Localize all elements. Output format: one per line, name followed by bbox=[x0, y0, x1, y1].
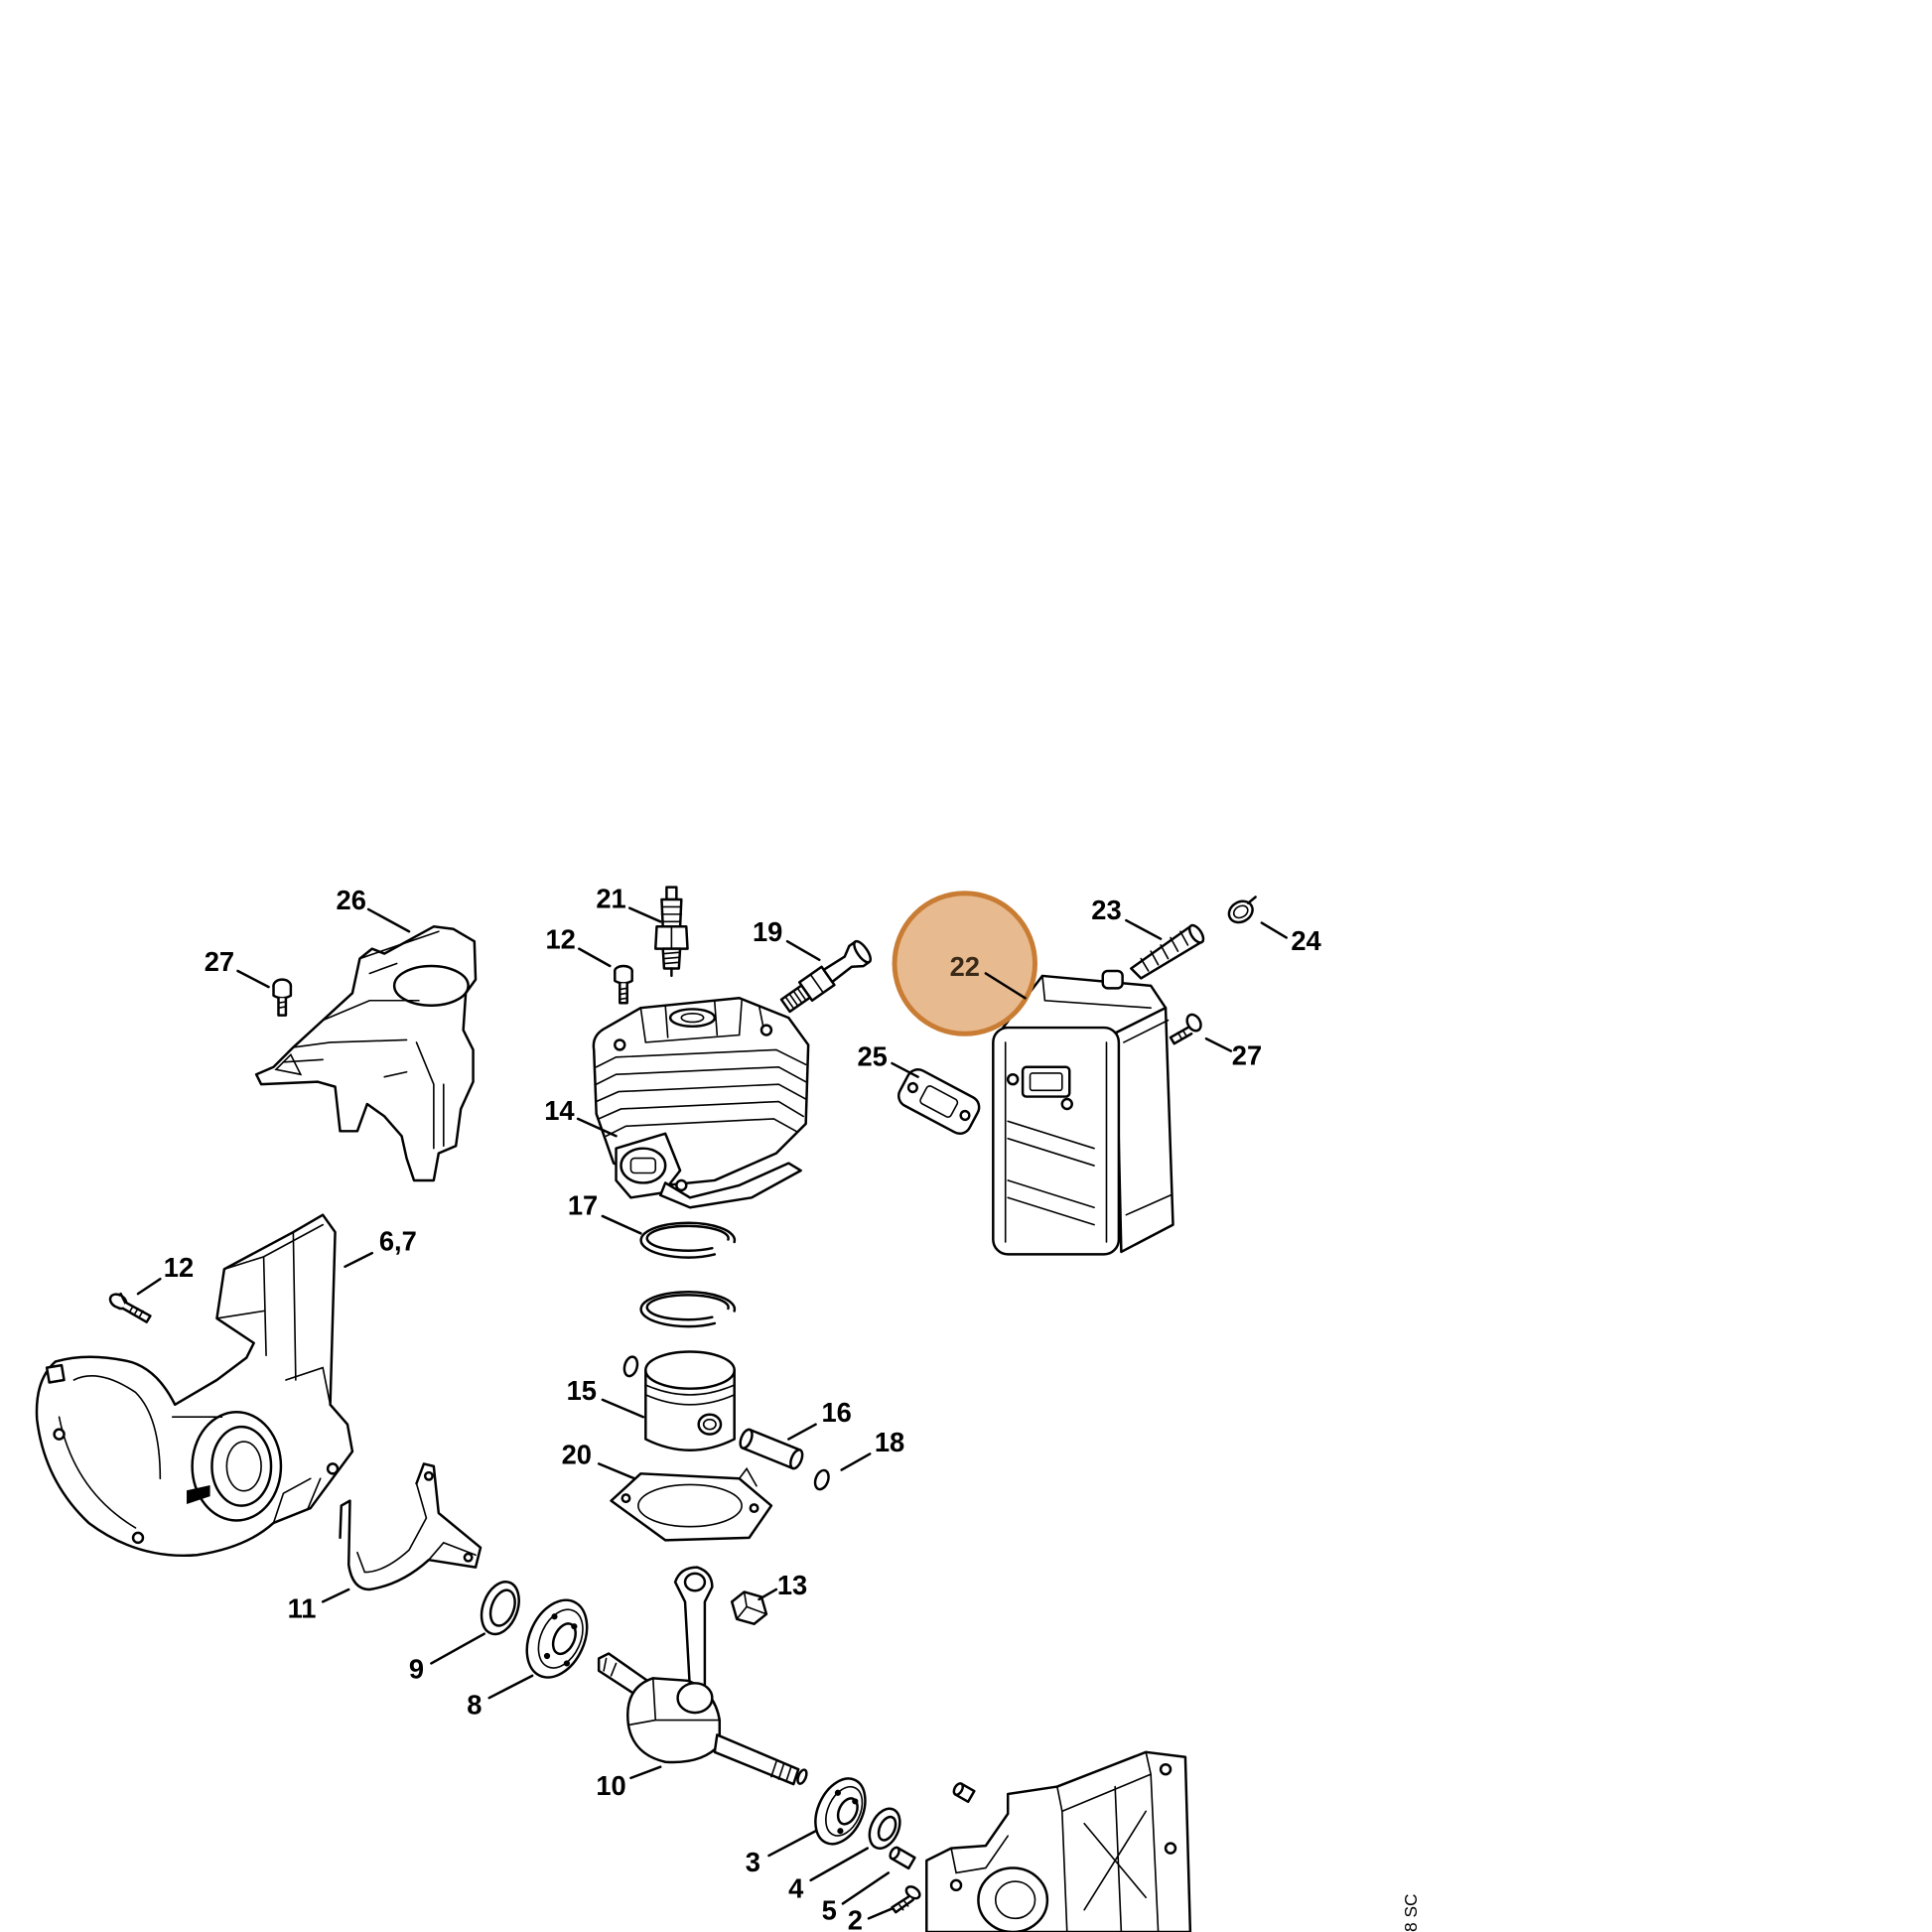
leader-20 bbox=[597, 1462, 636, 1480]
leader-13 bbox=[758, 1587, 778, 1601]
leader-14 bbox=[576, 1117, 618, 1138]
leader-10 bbox=[629, 1765, 662, 1780]
dowel-pin bbox=[952, 1782, 976, 1804]
part-9-oil-seal[interactable] bbox=[475, 1577, 525, 1639]
callout-12-top[interactable]: 12 bbox=[546, 924, 576, 955]
callout-27-right[interactable]: 27 bbox=[1232, 1039, 1262, 1070]
leader-16 bbox=[787, 1423, 817, 1441]
highlight-circle-22 bbox=[892, 891, 1037, 1036]
callout-16[interactable]: 16 bbox=[822, 1397, 852, 1428]
callout-18[interactable]: 18 bbox=[875, 1427, 904, 1457]
part-19-decompression-valve[interactable] bbox=[778, 939, 874, 1016]
leader-5 bbox=[841, 1871, 891, 1905]
callout-22[interactable]: 22 bbox=[950, 951, 980, 982]
leader-25 bbox=[891, 1061, 919, 1078]
callout-27-left[interactable]: 27 bbox=[205, 946, 234, 977]
part-24-clip[interactable] bbox=[1225, 896, 1257, 927]
part-2-screw[interactable] bbox=[891, 1884, 922, 1914]
leader-6-7 bbox=[344, 1251, 374, 1269]
callout-3[interactable]: 3 bbox=[746, 1847, 760, 1877]
callout-26[interactable]: 26 bbox=[337, 885, 366, 915]
part-21-spark-plug[interactable] bbox=[654, 886, 689, 978]
callout-10[interactable]: 10 bbox=[596, 1770, 625, 1801]
callout-14[interactable]: 14 bbox=[544, 1095, 575, 1126]
part-3-ball-bearing[interactable] bbox=[805, 1770, 875, 1852]
leader-24 bbox=[1260, 921, 1288, 939]
part-10-crankshaft[interactable] bbox=[597, 1566, 808, 1786]
part-12-screw-crankcase[interactable] bbox=[108, 1292, 152, 1323]
leader-19 bbox=[785, 939, 821, 962]
leader-27-left bbox=[236, 969, 270, 989]
part-13-nut[interactable] bbox=[730, 1590, 768, 1625]
leader-17 bbox=[601, 1214, 642, 1235]
part-5-dowel-pin[interactable] bbox=[889, 1846, 916, 1870]
leader-3 bbox=[767, 1829, 817, 1858]
part-20-base-gasket[interactable] bbox=[610, 1466, 773, 1542]
leader-12-top bbox=[578, 947, 612, 968]
part-17-piston-rings[interactable] bbox=[639, 1221, 737, 1328]
leader-27-right bbox=[1204, 1036, 1233, 1052]
callout-9[interactable]: 9 bbox=[409, 1653, 424, 1684]
part-18-circlip[interactable] bbox=[813, 1468, 831, 1491]
part-25-muffler-gasket[interactable] bbox=[895, 1065, 983, 1137]
leader-21 bbox=[627, 906, 662, 923]
part-27-screw-left[interactable] bbox=[272, 978, 293, 1017]
part-4-oil-seal[interactable] bbox=[864, 1804, 906, 1854]
leader-12-left bbox=[136, 1277, 162, 1296]
leader-8 bbox=[487, 1674, 534, 1700]
callout-20[interactable]: 20 bbox=[562, 1439, 592, 1469]
callout-12-left[interactable]: 12 bbox=[164, 1252, 194, 1283]
leader-9 bbox=[430, 1632, 485, 1665]
drawing-code: 8 SC bbox=[1401, 1893, 1421, 1932]
part-23-spark-arrestor-screen[interactable] bbox=[1130, 923, 1205, 980]
callout-21[interactable]: 21 bbox=[596, 884, 625, 914]
leader-15 bbox=[601, 1398, 645, 1419]
part-11-cover[interactable] bbox=[339, 1462, 483, 1591]
callout-19[interactable]: 19 bbox=[753, 916, 782, 947]
leader-18 bbox=[840, 1452, 872, 1471]
callout-6-7[interactable]: 6,7 bbox=[379, 1226, 417, 1257]
callout-2[interactable]: 2 bbox=[848, 1905, 863, 1932]
callout-4[interactable]: 4 bbox=[788, 1872, 804, 1903]
part-26-shroud[interactable] bbox=[254, 925, 478, 1182]
part-22-muffler[interactable] bbox=[992, 969, 1174, 1256]
part-15-piston[interactable] bbox=[622, 1350, 736, 1451]
part-27-screw-muffler[interactable] bbox=[1169, 1012, 1203, 1045]
part-16-piston-pin[interactable] bbox=[738, 1428, 804, 1470]
part-14-cylinder[interactable] bbox=[592, 997, 810, 1209]
callout-23[interactable]: 23 bbox=[1091, 895, 1121, 925]
callout-17[interactable]: 17 bbox=[568, 1190, 598, 1221]
leader-2 bbox=[867, 1907, 894, 1920]
callout-8[interactable]: 8 bbox=[467, 1689, 482, 1720]
part-12-screw-cylinder[interactable] bbox=[614, 964, 633, 1005]
part-6-7-crankcase-left[interactable] bbox=[35, 1213, 354, 1558]
callout-15[interactable]: 15 bbox=[567, 1375, 597, 1406]
leader-23 bbox=[1125, 918, 1163, 940]
crankcase-right bbox=[925, 1750, 1192, 1932]
callout-24[interactable]: 24 bbox=[1291, 925, 1321, 956]
callout-25[interactable]: 25 bbox=[857, 1041, 887, 1072]
callout-5[interactable]: 5 bbox=[822, 1895, 837, 1926]
leader-22 bbox=[984, 972, 1027, 1000]
part-8-ball-bearing[interactable] bbox=[515, 1590, 599, 1687]
leader-26 bbox=[366, 907, 411, 933]
leader-4 bbox=[809, 1847, 869, 1882]
callout-13[interactable]: 13 bbox=[777, 1570, 807, 1600]
leader-11 bbox=[321, 1587, 350, 1603]
callout-11[interactable]: 11 bbox=[288, 1593, 317, 1624]
